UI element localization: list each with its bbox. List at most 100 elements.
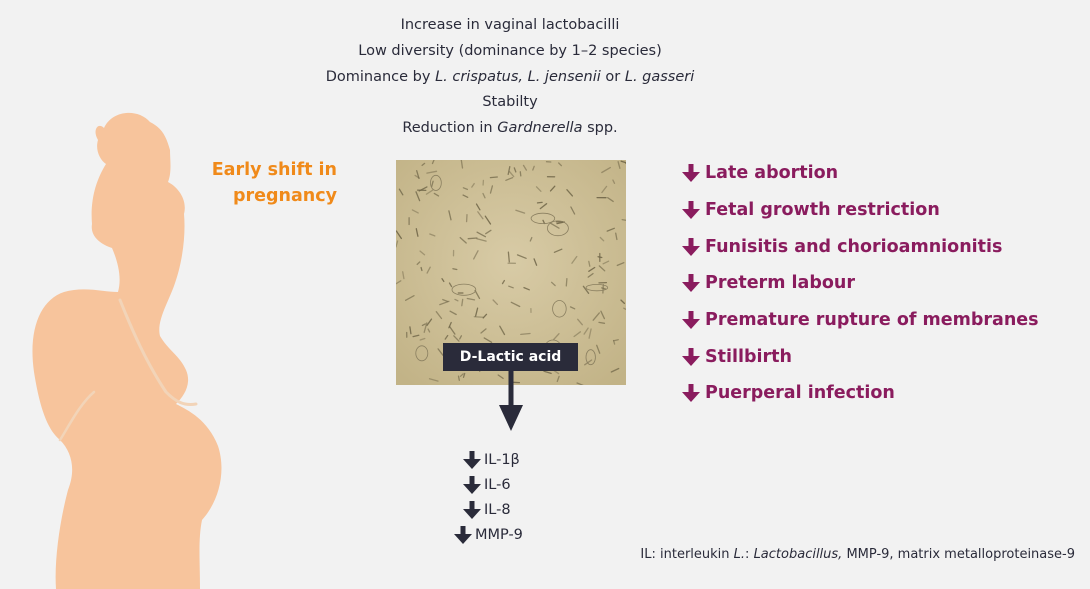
bacterium-rod [584, 359, 593, 366]
bacterium-rod [437, 348, 444, 356]
bacterium-rod [467, 237, 478, 240]
bacterium-rod [598, 265, 606, 272]
bacterium-rod [471, 182, 475, 188]
bacterium-rod [520, 332, 531, 336]
outcome-item: Funisitis and chorioamnionitis [680, 228, 1080, 265]
bacterium-rod [606, 227, 615, 232]
text-segment: Increase in vaginal lactobacilli [400, 17, 620, 33]
bacterium-rod [587, 272, 594, 278]
bacterium-rod [460, 160, 464, 169]
bacterium-rod [433, 192, 440, 197]
cytokine-item: IL-8 [460, 497, 580, 522]
bacterium-rod [398, 188, 404, 196]
epithelial-cell [552, 300, 567, 318]
down-arrow-icon [463, 500, 481, 519]
bacterium-rod [532, 165, 535, 171]
cytokine-item: MMP-9 [451, 522, 580, 547]
bacterium-rod [429, 233, 436, 237]
bacterium-rod [529, 236, 533, 242]
pregnant-woman-silhouette [32, 112, 222, 589]
bacterium-rod [416, 261, 421, 266]
bacterium-rod [441, 278, 445, 283]
bacterium-rod [475, 203, 481, 211]
bacterium-rod [419, 250, 426, 256]
bacterium-rod [411, 209, 419, 214]
bacterium-rod [459, 236, 467, 244]
outcome-item: Late abortion [680, 155, 1080, 192]
bacterium-rod [483, 337, 493, 343]
bacterium-rod [508, 285, 514, 289]
bacterium-rod [448, 210, 452, 221]
bacterium-rod [553, 333, 560, 341]
bacterium-rod [507, 165, 511, 176]
bacterium-rod [573, 331, 582, 338]
cytokine-item: IL-1β [460, 447, 580, 472]
bacterium-rod [588, 266, 596, 272]
epithelial-cell [415, 345, 429, 362]
bacterium-rod [420, 266, 423, 272]
bacterium-rod [431, 180, 434, 188]
bacterium-rod [501, 279, 506, 285]
bacterium-rod [421, 162, 426, 167]
text-segment: or [600, 68, 625, 85]
outcome-label: Funisitis and chorioamnionitis [705, 236, 1003, 257]
bacterium-rod [412, 334, 420, 338]
bacterium-rod [510, 301, 521, 308]
bacterium-rod [396, 230, 402, 240]
cytokine-label: IL-8 [484, 501, 511, 518]
italic-text: Lactobacillus, [753, 547, 843, 562]
text-segment: spp. [582, 120, 618, 137]
bacterium-rod [539, 203, 548, 210]
bacterium-rod [461, 298, 464, 307]
header-line: Increase in vaginal lactobacilli [250, 13, 770, 39]
bacterium-rod [600, 310, 606, 320]
early-shift-title: Early shift in pregnancy [175, 157, 337, 209]
outcome-item: Fetal growth restriction [680, 192, 1080, 229]
bacterium-rod [459, 335, 463, 340]
down-arrow-icon [682, 384, 700, 403]
bacterium-rod [482, 313, 488, 319]
bacterium-rod [623, 307, 626, 311]
bacterium-rod [489, 176, 498, 179]
bacterium-rod [558, 162, 563, 167]
bacterium-rod [515, 209, 526, 214]
outcome-label: Fetal growth restriction [705, 200, 940, 221]
outcome-item: Puerperal infection [680, 375, 1080, 412]
bacterium-rod [448, 325, 456, 335]
down-arrow-icon [682, 164, 700, 183]
outcome-label: Preterm labour [705, 273, 855, 294]
down-arrow-icon [682, 347, 700, 366]
bacterium-rod [583, 327, 589, 335]
bacterium-rod [402, 271, 405, 280]
bacterium-rod [612, 179, 616, 184]
bacterium-rod [414, 174, 420, 179]
bacterium-rod [597, 256, 603, 259]
bacterium-rod [566, 189, 574, 197]
bacterium-rod [553, 248, 563, 253]
bacterium-rod [523, 286, 530, 291]
bacterium-rod [592, 312, 600, 321]
bacterium-rod [428, 378, 439, 382]
bacterium-rod [404, 295, 415, 301]
bacterium-rod [596, 344, 601, 354]
bacterium-rod [425, 189, 434, 195]
bacterium-rod [507, 251, 510, 263]
outcome-item: Preterm labour [680, 265, 1080, 302]
bacterium-rod [533, 258, 538, 266]
header-line: Low diversity (dominance by 1–2 species) [250, 39, 770, 65]
text-segment: Reduction in [402, 120, 498, 137]
outcome-label: Stillbirth [705, 346, 792, 367]
bacterium-rod [476, 238, 487, 242]
early-shift-title-line1: Early shift in [211, 160, 337, 180]
bacterium-rod [522, 164, 528, 171]
italic-text: L. crispatus, L. jensenii [435, 68, 601, 85]
bacterium-rod [617, 161, 621, 169]
bacterium-rod [550, 281, 556, 287]
down-arrow-icon [454, 525, 472, 544]
bacterium-rod [462, 194, 469, 198]
bacterium-rod [571, 255, 578, 264]
italic-text: L. [729, 547, 746, 562]
bacterium-rod [613, 339, 619, 342]
bacterium-rod [442, 298, 449, 303]
